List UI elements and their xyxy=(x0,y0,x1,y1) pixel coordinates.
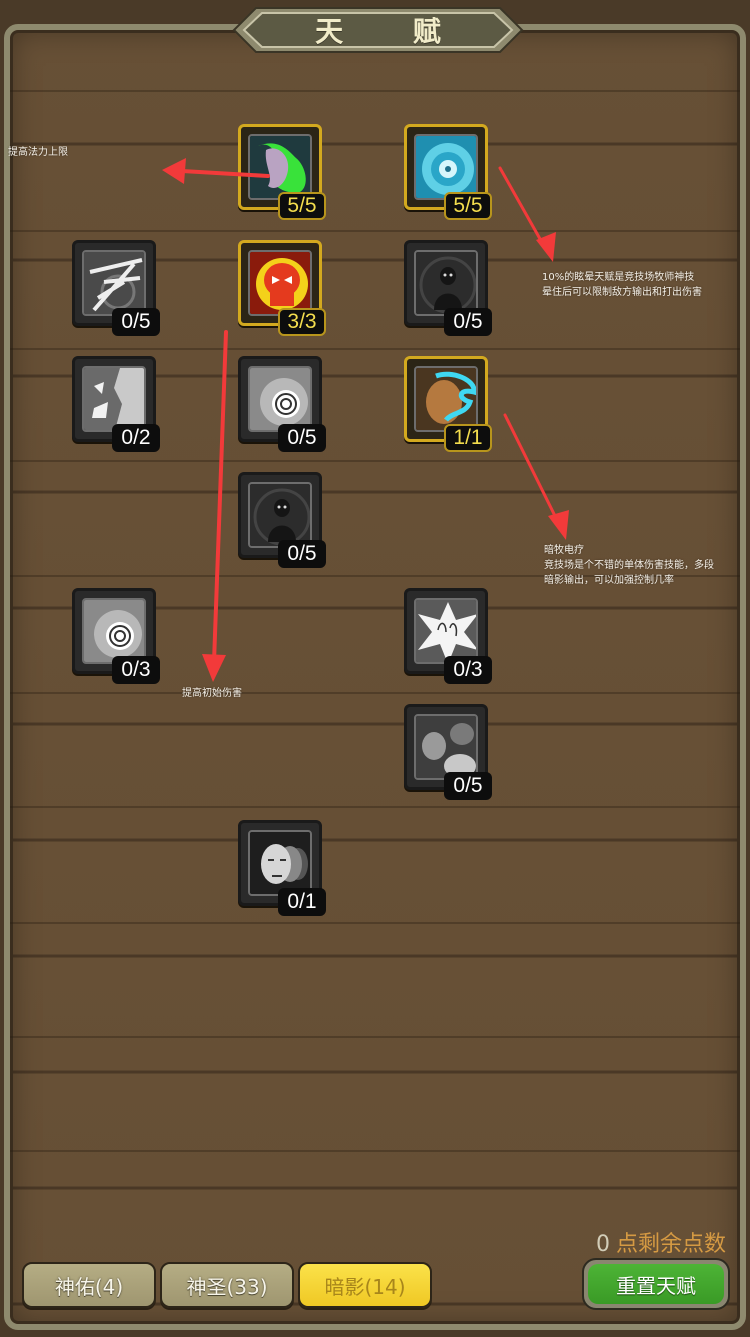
remaining-points-label: 点剩余点数 xyxy=(615,1232,726,1257)
split-face-mask-icon xyxy=(82,366,146,432)
reset-talents-frame: 重置天赋 xyxy=(582,1258,730,1310)
tab-label: 神圣(33) xyxy=(186,1274,268,1299)
wood-grain xyxy=(10,1036,740,1038)
blue-vortex-icon xyxy=(414,134,478,200)
grey-spiral-icon xyxy=(248,366,312,432)
green-hand-icon xyxy=(248,134,312,200)
title-banner: 天 赋 xyxy=(232,6,524,54)
talent-rank-badge: 0/3 xyxy=(112,656,160,684)
talent-rank-badge: 0/1 xyxy=(278,888,326,916)
wood-grain xyxy=(10,90,740,92)
tab-blessing[interactable]: 神佑(4) xyxy=(22,1262,156,1308)
talent-node-shade2[interactable]: 0/5 xyxy=(238,472,326,568)
talent-node-skulls[interactable]: 0/5 xyxy=(404,704,492,800)
talent-frame xyxy=(238,124,322,210)
wood-grain xyxy=(10,460,740,462)
wood-grain xyxy=(10,230,740,232)
shadow-figure-icon xyxy=(248,482,312,548)
talent-rank-badge: 1/1 xyxy=(444,424,492,452)
shatter-strike-icon xyxy=(82,250,146,316)
talent-rank-badge: 5/5 xyxy=(278,192,326,220)
talent-node-shock[interactable]: 1/1 xyxy=(404,356,492,452)
talent-rank-badge: 0/5 xyxy=(444,308,492,336)
talent-rank-badge: 0/5 xyxy=(112,308,160,336)
talent-node-swirl2[interactable]: 0/3 xyxy=(72,588,160,684)
page-title: 天 赋 xyxy=(315,15,471,48)
banner-shape-icon xyxy=(232,7,524,53)
talent-rank-badge: 0/2 xyxy=(112,424,160,452)
talent-rank-badge: 3/3 xyxy=(278,308,326,336)
wood-grain xyxy=(10,1150,740,1152)
tab-holy[interactable]: 神圣(33) xyxy=(160,1262,294,1308)
talent-node-hand[interactable]: 5/5 xyxy=(238,124,326,220)
red-skull-icon xyxy=(248,250,312,316)
wood-grain xyxy=(10,575,740,577)
talent-node-vortex[interactable]: 5/5 xyxy=(404,124,492,220)
remaining-points-value: 0 xyxy=(595,1232,610,1257)
talent-node-mask[interactable]: 0/2 xyxy=(72,356,160,452)
tab-label: 暗影(14) xyxy=(324,1274,406,1299)
talent-rank-badge: 0/5 xyxy=(444,772,492,800)
electric-face-icon xyxy=(414,366,478,432)
wood-grain xyxy=(10,922,740,924)
talent-rank-badge: 0/5 xyxy=(278,540,326,568)
tab-label: 神佑(4) xyxy=(54,1274,124,1299)
talent-node-shade1[interactable]: 0/5 xyxy=(404,240,492,336)
wood-grain xyxy=(10,692,740,694)
grey-spiral-icon xyxy=(82,598,146,664)
note-stun: 10%的眩晕天赋是竞技场牧师神技 晕住后可以限制敌方输出和打出伤害 xyxy=(542,272,702,298)
wood-grain xyxy=(10,806,740,808)
wood-grain xyxy=(10,348,740,350)
talent-node-swirl1[interactable]: 0/5 xyxy=(238,356,326,452)
talent-frame xyxy=(238,820,322,906)
talent-rank-badge: 5/5 xyxy=(444,192,492,220)
note-mana: 提高法力上限 xyxy=(8,147,68,158)
talent-node-burst[interactable]: 0/3 xyxy=(404,588,492,684)
talent-rank-badge: 0/3 xyxy=(444,656,492,684)
note-damage: 提高初始伤害 xyxy=(182,688,242,699)
tab-shadow[interactable]: 暗影(14) xyxy=(298,1262,432,1308)
skull-pile-icon xyxy=(414,714,478,780)
talent-node-skull[interactable]: 3/3 xyxy=(238,240,326,336)
note-shock: 暗牧电疗 竞技场是个不错的单体伤害技能，多段 暗影输出，可以加强控制几率 xyxy=(544,545,714,586)
reset-talents-button[interactable]: 重置天赋 xyxy=(588,1264,724,1304)
afterimage-face-icon xyxy=(248,830,312,896)
talent-node-shatter[interactable]: 0/5 xyxy=(72,240,160,336)
light-burst-hand-icon xyxy=(414,598,478,664)
talent-rank-badge: 0/5 xyxy=(278,424,326,452)
talent-node-faces[interactable]: 0/1 xyxy=(238,820,326,916)
shadow-figure-icon xyxy=(414,250,478,316)
